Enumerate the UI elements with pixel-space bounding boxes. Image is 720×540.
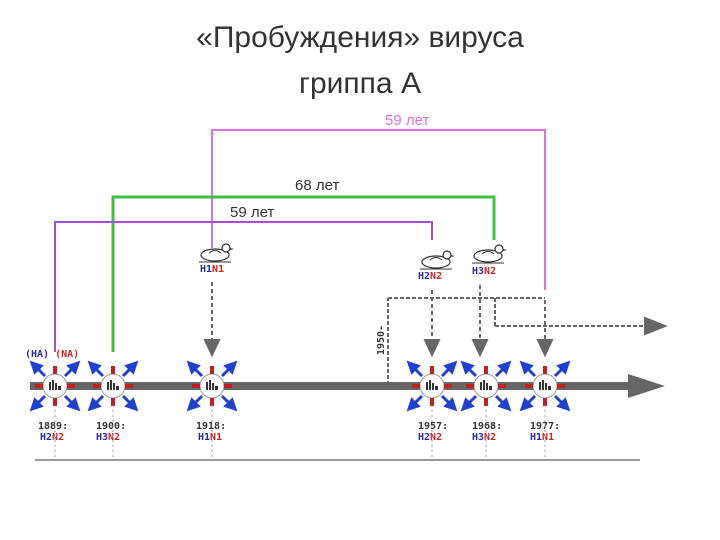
bird-label-h: H3 [472, 266, 484, 277]
main-timeline-arrow [30, 374, 665, 398]
branch-1950 [387, 297, 668, 385]
year-1950-label: 1950- [376, 325, 387, 355]
origin-label-h: (HA) [25, 349, 49, 360]
subtype-n: N2 [484, 432, 496, 443]
bird-label-h: H1 [200, 264, 212, 275]
origin-label-n: (NA) [55, 349, 79, 360]
bird-label-n: N1 [212, 264, 224, 275]
bird-h1n1: H1N1 [198, 243, 235, 275]
subtype-h: H2 [418, 432, 430, 443]
bird-h2n2: H2N2 [418, 250, 456, 282]
subtype-n: N2 [52, 432, 64, 443]
subtype-n: N2 [108, 432, 120, 443]
span-68-years: 68 лет [111, 177, 496, 352]
virus-1900 [88, 361, 138, 411]
subtype-label: H2N2 [418, 432, 442, 443]
year-labels: 1889: H2N2 1900: H3N2 1918: H1N1 1957: H… [38, 421, 560, 443]
subtype-n: N1 [210, 432, 222, 443]
virus-1957 [407, 361, 457, 411]
bird-label-h: H2 [418, 271, 430, 282]
subtype-h: H1 [198, 432, 210, 443]
origin-label: (HA) (NA) [25, 349, 79, 360]
subtype-h: H3 [96, 432, 108, 443]
title-line-1: «Пробуждения» вируса [196, 21, 524, 54]
bird-label-n: N2 [484, 266, 496, 277]
subtype-label: H1N1 [198, 432, 222, 443]
virus-1918 [187, 361, 237, 411]
span-label-59-top: 59 лет [385, 112, 429, 129]
subtype-h: H1 [530, 432, 542, 443]
year-label: 1918: [196, 421, 226, 432]
span-59-years-bottom: 59 лет [54, 204, 433, 352]
subtype-h: H2 [40, 432, 52, 443]
subtype-n: N1 [542, 432, 554, 443]
span-label-59-bottom: 59 лет [230, 204, 274, 221]
svg-text:H1N1: H1N1 [200, 264, 224, 275]
title-line-2: гриппа А [299, 67, 421, 100]
year-label: 1968: [472, 421, 502, 432]
subtype-label: H2N2 [40, 432, 64, 443]
guide-lines [54, 405, 546, 460]
virus-1977 [520, 361, 570, 411]
svg-text:H3N2: H3N2 [472, 266, 496, 277]
span-59-years-top: 59 лет [211, 112, 546, 290]
year-label: 1889: [38, 421, 68, 432]
subtype-label: H3N2 [472, 432, 496, 443]
bird-h3n2: H3N2 [471, 244, 508, 277]
year-label: 1957: [418, 421, 448, 432]
bird-label-n: N2 [430, 271, 442, 282]
subtype-n: N2 [430, 432, 442, 443]
subtype-h: H3 [472, 432, 484, 443]
svg-text:H2N2: H2N2 [418, 271, 442, 282]
virus-1968 [461, 361, 511, 411]
virus-1889 [30, 361, 80, 411]
subtype-label: H3N2 [96, 432, 120, 443]
span-label-68: 68 лет [295, 177, 339, 194]
introduction-arrows [203, 282, 554, 358]
subtype-label: H1N1 [530, 432, 554, 443]
year-label: 1900: [96, 421, 126, 432]
